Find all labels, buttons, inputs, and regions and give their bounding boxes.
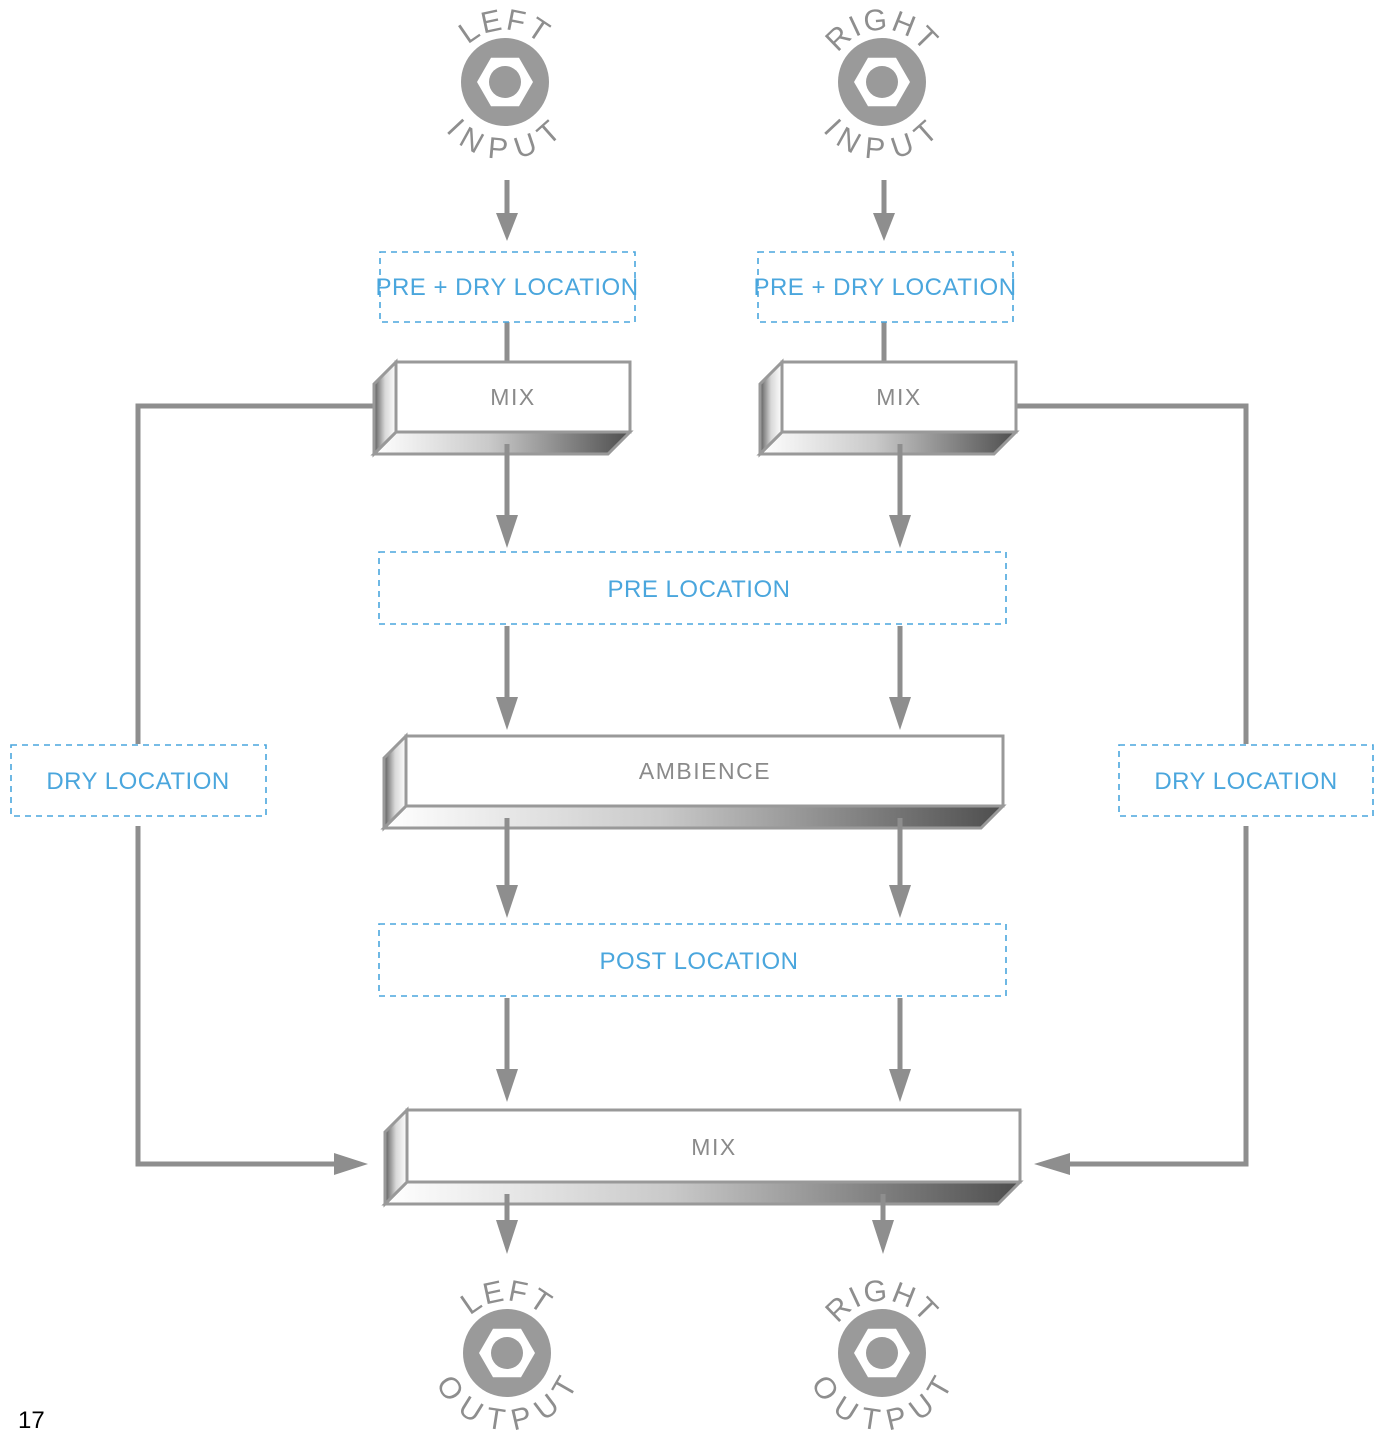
pre-dry-location-left: PRE + DRY LOCATION xyxy=(375,251,638,323)
post-location: POST LOCATION xyxy=(378,923,1007,997)
mix-out-label: MIX xyxy=(691,1134,736,1160)
dry-location-right-label: DRY LOCATION xyxy=(1154,768,1337,795)
arrow-right-input xyxy=(873,213,895,241)
right-input-jack: RIGHT INPUT xyxy=(817,3,943,166)
dry-location-left-label: DRY LOCATION xyxy=(46,768,229,795)
arrow-right-pre xyxy=(889,515,911,548)
wire-left-dry-top xyxy=(135,403,376,744)
mix-right-block: MIX xyxy=(756,358,1020,458)
arrow-right-post xyxy=(889,885,911,918)
ambience-block: AMBIENCE xyxy=(380,732,1007,832)
arrow-right-amb xyxy=(889,697,911,730)
arrow-right-mixout xyxy=(889,1069,911,1102)
left-output-jack: LEFT OUTPUT xyxy=(429,1274,582,1431)
arrow-right-output xyxy=(872,1220,894,1254)
right-output-jack: RIGHT OUTPUT xyxy=(804,1274,957,1431)
arrow-left-mixout xyxy=(496,1069,518,1102)
dry-location-left: DRY LOCATION xyxy=(10,744,267,817)
arrow-left-output xyxy=(496,1220,518,1254)
arrow-left-amb xyxy=(496,697,518,730)
mix-left-label: MIX xyxy=(490,384,535,410)
pre-location: PRE LOCATION xyxy=(378,551,1007,625)
dry-location-right: DRY LOCATION xyxy=(1118,744,1374,817)
wire-right-dry-top xyxy=(1016,403,1249,744)
post-location-label: POST LOCATION xyxy=(600,948,799,975)
arrow-left-pre xyxy=(496,515,518,548)
wire-left-dry-bottom xyxy=(135,826,336,1167)
pre-dry-location-right-label: PRE + DRY LOCATION xyxy=(753,274,1016,301)
ambience-label: AMBIENCE xyxy=(639,758,771,784)
pre-dry-location-right: PRE + DRY LOCATION xyxy=(753,251,1016,323)
arrowheads xyxy=(334,213,1070,1254)
mix-left-block: MIX xyxy=(370,358,634,458)
mix-right-label: MIX xyxy=(876,384,921,410)
arrow-right-dry-mix xyxy=(1034,1153,1070,1175)
pre-dry-location-left-label: PRE + DRY LOCATION xyxy=(375,274,638,301)
left-input-jack: LEFT INPUT xyxy=(440,3,566,166)
arrow-left-post xyxy=(496,885,518,918)
page-number: 17 xyxy=(18,1407,45,1431)
wires xyxy=(135,180,1249,1222)
arrow-left-dry-mix xyxy=(334,1153,368,1175)
mix-out-block: MIX xyxy=(381,1106,1024,1208)
arrow-left-input xyxy=(496,213,518,241)
wire-right-dry-bottom xyxy=(1068,826,1249,1167)
pre-location-label: PRE LOCATION xyxy=(608,576,791,603)
